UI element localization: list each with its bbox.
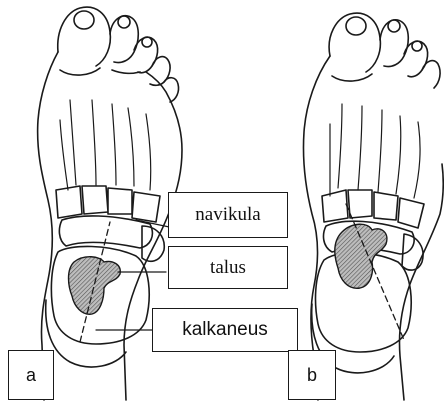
label-talus: talus <box>168 246 288 289</box>
foot-a-toenail-2 <box>118 16 130 28</box>
foot-b-toenail-2 <box>388 20 400 32</box>
foot-a-big-toenail <box>74 11 94 29</box>
foot-a-toe-5 <box>164 78 179 102</box>
foot-b-toe-2 <box>380 20 408 67</box>
panel-label-b: b <box>288 350 336 400</box>
foot-a-talus <box>69 257 121 315</box>
foot-a-metatarsals <box>60 100 151 190</box>
foot-b-big-toenail <box>346 17 366 35</box>
foot-a-toe-2 <box>110 16 138 63</box>
label-navicular: navikula <box>168 192 288 238</box>
foot-a-toe-3 <box>134 37 158 73</box>
foot-b-toenail-3 <box>412 41 422 51</box>
foot-a-toe-4 <box>150 57 170 86</box>
foot-b-big-toe <box>329 13 380 72</box>
foot-b-crease-1 <box>332 74 372 81</box>
foot-a-toenail-3 <box>142 37 152 47</box>
foot-b-metatarsals <box>330 104 420 198</box>
foot-a-big-toe <box>58 7 111 66</box>
foot-b-toe-4 <box>422 61 440 88</box>
foot-b-toe-3 <box>404 41 428 77</box>
foot-b <box>303 13 443 400</box>
label-calcaneus: kalkaneus <box>152 308 298 352</box>
panel-label-a: a <box>8 350 54 400</box>
foot-a-crease-2 <box>112 70 140 73</box>
foot-a-crease-1 <box>60 68 100 75</box>
foot-b-cuboid <box>402 234 423 270</box>
